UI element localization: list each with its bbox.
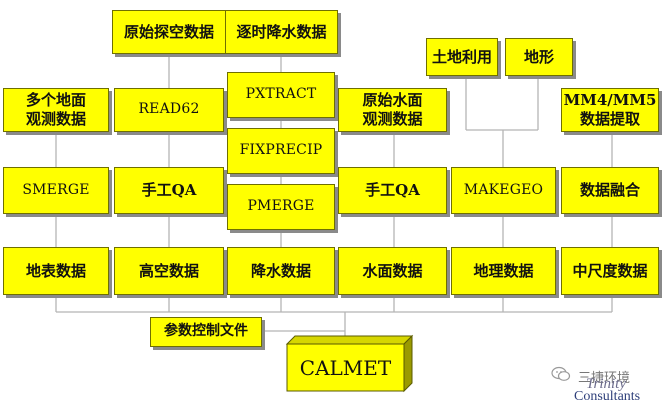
node-label: 数据融合 [579,181,640,200]
node-label: 多个地面 观测数据 [25,91,86,128]
node-label: SMERGE [22,181,90,198]
node-label: 降水数据 [250,261,311,280]
node-label: PMERGE [247,198,315,215]
node-pmerge: PMERGE [227,184,335,230]
node-water-data: 水面数据 [338,247,447,295]
node-qa-upper: 手工QA [114,167,224,214]
node-label: 地表数据 [25,261,86,280]
node-land-use: 土地利用 [426,38,498,76]
calmet-label: CALMET [299,355,392,380]
node-label: 原始探空数据 [123,22,214,41]
wechat-logo-icon [551,366,571,381]
node-label: 地理数据 [473,261,534,280]
node-hourly-precip: 逐时降水数据 [225,10,338,54]
node-label: 手工QA [365,181,420,200]
node-label: FIXPRECIP [239,142,323,159]
node-label: 原始水面 观测数据 [362,91,423,128]
node-surface-data: 地表数据 [3,247,109,295]
node-makegeo: MAKEGEO [451,167,556,214]
node-label: MAKEGEO [463,181,544,198]
node-qa-water: 手工QA [338,167,447,214]
node-mm-extract: MM4/MM5 数据提取 [561,88,659,132]
node-label: 逐时降水数据 [236,22,327,41]
node-label: 参数控制文件 [164,323,248,340]
node-mesoscale-data: 中尺度数据 [561,247,659,295]
node-surface-obs: 多个地面 观测数据 [3,88,109,132]
node-terrain: 地形 [505,38,573,76]
node-pxtract: PXTRACT [227,72,335,118]
watermark-brand: 三捷环境 [578,371,631,386]
node-read62: READ62 [114,88,224,132]
node-smerge: SMERGE [3,167,109,214]
node-raw-water-obs: 原始水面 观测数据 [338,88,447,132]
watermark-company-line1: Trinity [586,376,627,392]
node-label: 高空数据 [138,261,199,280]
node-label: 水面数据 [362,261,423,280]
node-label: READ62 [138,101,200,118]
node-precip-data: 降水数据 [227,247,335,295]
node-upper-air-data: 高空数据 [114,247,224,295]
calmet-block [285,334,414,393]
node-geo-data: 地理数据 [451,247,556,295]
node-label: 中尺度数据 [572,261,648,280]
node-label: MM4/MM5 数据提取 [563,91,657,128]
node-data-fusion: 数据融合 [561,167,659,214]
node-label: 地形 [523,47,554,66]
node-label: 手工QA [141,181,197,200]
node-label: 土地利用 [431,47,492,66]
watermark-company-line2: Consultants [574,389,641,404]
node-control-file: 参数控制文件 [150,317,262,347]
node-label: PXTRACT [245,86,317,103]
node-raw-upper-air: 原始探空数据 [112,10,226,54]
node-fixprecip: FIXPRECIP [227,128,335,174]
